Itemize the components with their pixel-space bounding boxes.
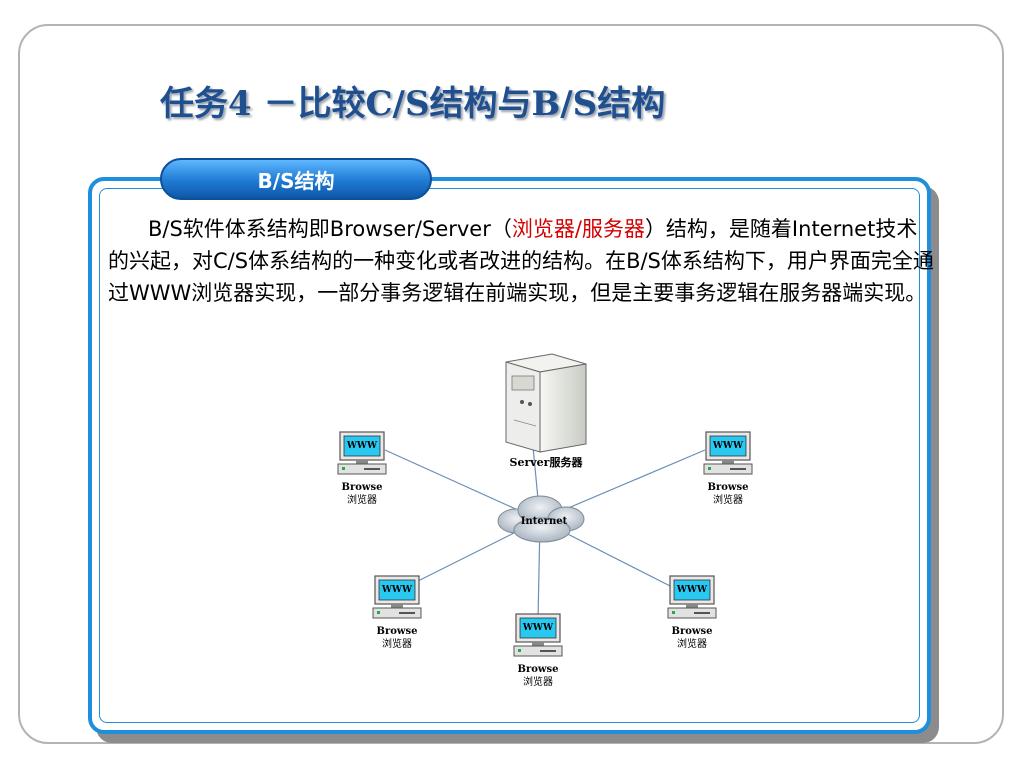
client-label-cn: 浏览器 [523, 675, 553, 688]
browser-client-top-left: WWW Browse 浏览器 [337, 431, 387, 506]
section-tab: B/S结构 [160, 158, 432, 200]
client-label-en: Browse [708, 482, 749, 493]
server-label: Server服务器 [510, 455, 584, 469]
client-label-en: Browse [672, 626, 713, 637]
content-panel-inner-border [99, 188, 920, 723]
content-panel [88, 177, 931, 734]
browser-client-bottom-right: WWW Browse 浏览器 [667, 575, 717, 650]
client-label-cn: 浏览器 [713, 493, 743, 506]
browser-client-top-right: WWW Browse 浏览器 [703, 431, 753, 506]
section-tab-label: B/S结构 [257, 168, 335, 193]
server-icon [505, 353, 587, 453]
client-label-en: Browse [342, 482, 383, 493]
screen-text: WWW [381, 585, 413, 595]
description-part-1: B/S软件体系结构即Browser/Server（ [148, 217, 512, 241]
browser-client-bottom-center: WWW Browse 浏览器 [513, 613, 563, 688]
bs-architecture-diagram: Server服务器 Internet WWW Browse 浏览器 WWW Br… [337, 353, 753, 688]
screen-text: WWW [522, 623, 554, 633]
internet-cloud-icon [497, 495, 585, 543]
client-label-cn: 浏览器 [347, 493, 377, 506]
client-label-en: Browse [518, 664, 559, 675]
description-highlight: 浏览器/服务器 [511, 217, 645, 241]
screen-text: WWW [346, 441, 378, 451]
client-label-cn: 浏览器 [677, 637, 707, 650]
internet-label: Internet [521, 516, 568, 527]
description-part-2: ）结构，是随着Internet技术的兴起，对C/S体系结构的一种变化或者改进的结… [108, 217, 934, 305]
screen-text: WWW [676, 585, 708, 595]
slide-title: 任务4 －比较C/S结构与B/S结构 [160, 84, 666, 124]
description-text: B/S软件体系结构即Browser/Server（浏览器/服务器）结构，是随着I… [108, 213, 938, 309]
screen-text: WWW [712, 441, 744, 451]
client-label-en: Browse [377, 626, 418, 637]
browser-client-bottom-left: WWW Browse 浏览器 [372, 575, 422, 650]
client-label-cn: 浏览器 [382, 637, 412, 650]
